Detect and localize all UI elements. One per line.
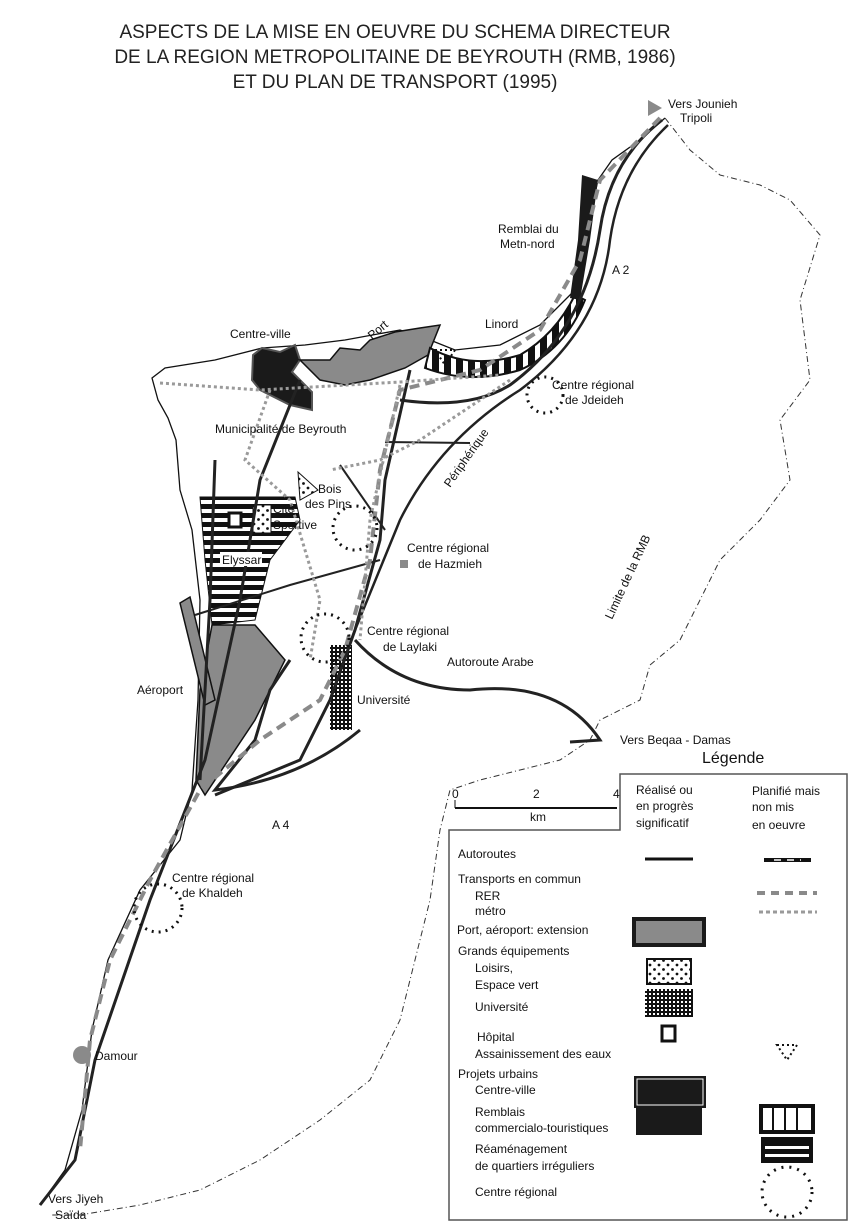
label-hazmieh-1: Centre régional — [407, 541, 489, 555]
airport-area — [195, 624, 286, 797]
col-planned-1: Planifié mais — [752, 784, 820, 798]
label-limite-rmb: Limite de la RMB — [602, 533, 653, 622]
highway-coastal-south — [38, 379, 302, 1206]
legend-transports: Transports en commun — [458, 872, 581, 886]
legend-reamenagement-1: Réaménagement — [475, 1142, 568, 1156]
scale-tick-4: 4 — [613, 787, 620, 801]
label-aeroport: Aéroport — [137, 683, 184, 697]
linord-remblai-area — [423, 293, 587, 378]
legend-metro: métro — [475, 904, 506, 918]
label-jiyeh: Vers Jiyeh — [48, 1192, 103, 1206]
metro-lines — [159, 373, 511, 661]
assainissement-marker — [433, 349, 457, 367]
legend-rer: RER — [475, 889, 501, 903]
label-laylaki-2: de Laylaki — [383, 640, 437, 654]
label-a4: A 4 — [272, 818, 290, 832]
legend-grands: Grands équipements — [458, 944, 569, 958]
hospital-marker — [227, 511, 243, 529]
label-khaldeh-1: Centre régional — [172, 871, 254, 885]
label-jdeideh-2: de Jdeideh — [565, 393, 624, 407]
col-planned-3: en oeuvre — [752, 818, 806, 832]
scale-tick-0: 0 — [452, 787, 459, 801]
legend-centre-ville: Centre-ville — [475, 1083, 536, 1097]
legend-remblais-1: Remblais — [475, 1105, 525, 1119]
col-done-3: significatif — [636, 816, 689, 830]
scale-tick-2: 2 — [533, 787, 540, 801]
bois-des-pins-area — [297, 470, 319, 501]
label-cite-2: Sportive — [273, 518, 317, 532]
rer-line — [78, 116, 662, 1151]
label-remblai-2: Metn-nord — [500, 237, 555, 251]
col-done-2: en progrès — [636, 799, 693, 813]
label-jdeideh-1: Centre régional — [552, 378, 634, 392]
legend-espace: Espace vert — [475, 978, 539, 992]
damour-marker — [73, 1046, 91, 1064]
label-jounieh: Vers Jounieh — [668, 97, 737, 111]
title-line-3: ET DU PLAN DE TRANSPORT (1995) — [233, 72, 558, 93]
legend-centre-regional: Centre régional — [475, 1185, 557, 1199]
centre-khaldeh-marker — [132, 882, 184, 934]
highway-peripherique — [353, 124, 669, 631]
centre-jdeideh-marker — [525, 375, 565, 415]
scale-unit: km — [530, 810, 546, 824]
label-hazmieh-2: de Hazmieh — [418, 557, 482, 571]
rmb-boundary — [50, 117, 821, 1216]
regional-centres — [132, 375, 565, 934]
label-tripoli: Tripoli — [680, 111, 712, 125]
centre-ville-area — [250, 343, 313, 412]
port-area — [298, 324, 442, 386]
legend-hopital: Hôpital — [477, 1030, 514, 1044]
highways — [38, 118, 669, 1206]
coastline — [39, 117, 666, 1206]
label-damour: Damour — [95, 1049, 138, 1063]
highway-link — [384, 441, 471, 444]
centre-hazmieh-marker — [331, 504, 379, 552]
highway-a4 — [211, 659, 361, 792]
col-done-1: Réalisé ou — [636, 783, 693, 797]
legend-port: Port, aéroport: extension — [457, 923, 588, 937]
col-planned-2: non mis — [752, 800, 794, 814]
title-line-1: ASPECTS DE LA MISE EN OEUVRE DU SCHEMA D… — [119, 22, 670, 43]
legend-loisirs: Loisirs, — [475, 961, 513, 975]
highway-west — [198, 459, 217, 781]
label-peripherique: Périphérique — [441, 426, 492, 490]
highway-hazmieh — [194, 559, 381, 616]
highway-bois — [339, 464, 386, 531]
legend-universite: Université — [475, 1000, 529, 1014]
label-bois-1: Bois — [318, 482, 341, 496]
legend-autoroutes: Autoroutes — [458, 847, 516, 861]
centre-laylaki-marker — [299, 612, 351, 664]
legend-assainissement: Assainissement des eaux — [475, 1047, 611, 1061]
label-a2: A 2 — [612, 263, 630, 277]
legend-projets: Projets urbains — [458, 1067, 538, 1081]
label-laylaki-1: Centre régional — [367, 624, 449, 638]
label-elyssar: Elyssar — [222, 553, 261, 567]
legend-reamenagement-2: de quartiers irréguliers — [475, 1159, 594, 1173]
title-line-2: DE LA REGION METROPOLITAINE DE BEYROUTH … — [114, 47, 675, 68]
label-autoroute-arabe: Autoroute Arabe — [447, 655, 534, 669]
highway-a2 — [399, 118, 663, 405]
label-khaldeh-2: de Khaldeh — [182, 886, 243, 900]
label-beqaa: Vers Beqaa - Damas — [620, 733, 731, 747]
label-centre-ville: Centre-ville — [230, 327, 291, 341]
legend: Légende 0 2 4 km Réalisé ou en progrès s… — [448, 750, 848, 1221]
map-title: ASPECTS DE LA MISE EN OEUVRE DU SCHEMA D… — [114, 22, 675, 93]
label-linord: Linord — [485, 317, 518, 331]
arrow-jounieh-icon — [648, 100, 662, 116]
label-municipalite: Municipalité de Beyrouth — [215, 422, 346, 436]
highway-arabe — [353, 638, 603, 744]
hazmieh-square — [400, 560, 408, 568]
label-universite: Université — [357, 693, 411, 707]
legend-remblais-2: commercialo-touristiques — [475, 1121, 608, 1135]
scale-bar: 0 2 4 km — [452, 787, 620, 824]
label-remblai-1: Remblai du — [498, 222, 559, 236]
label-cite-1: Cité — [273, 502, 295, 516]
legend-title: Légende — [702, 750, 764, 767]
label-saida: Saïda — [55, 1208, 87, 1222]
label-bois-2: des Pins — [305, 497, 351, 511]
